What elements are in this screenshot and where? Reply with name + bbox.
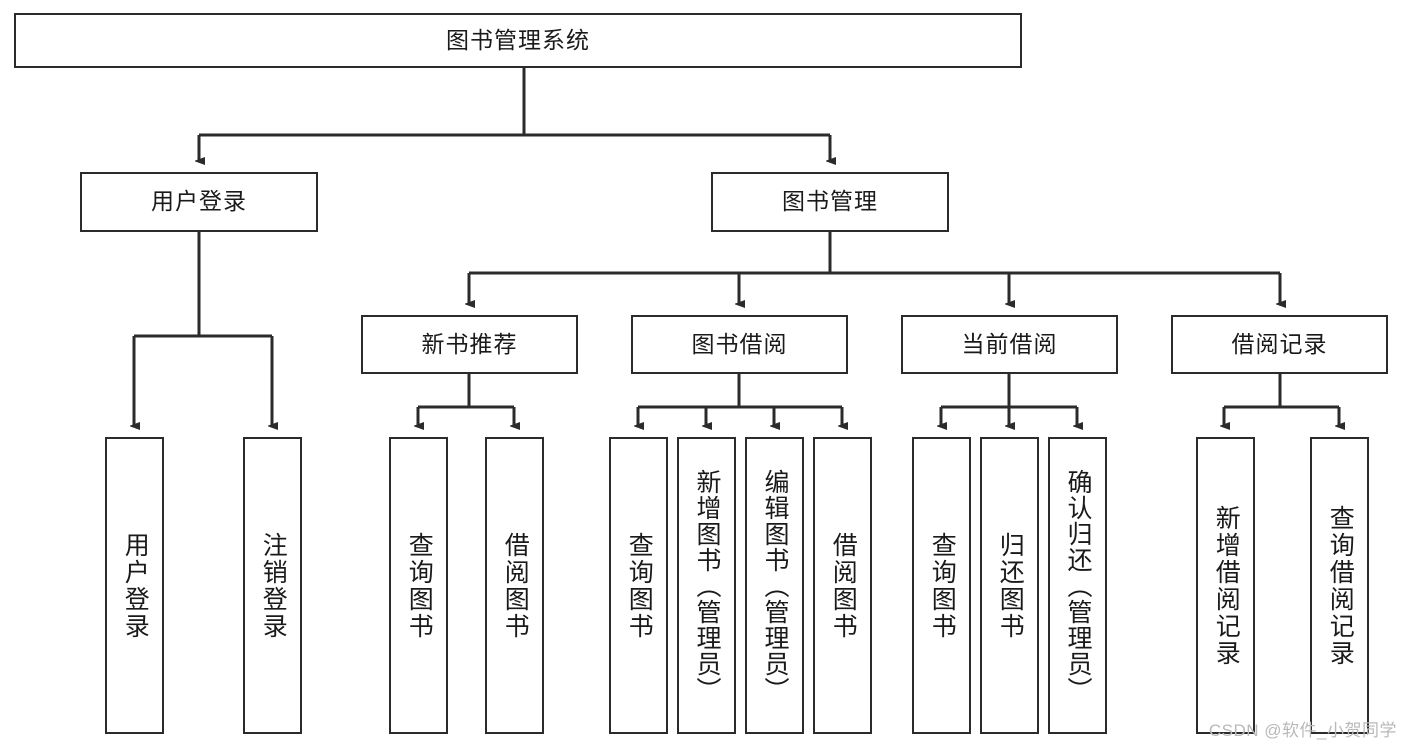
leaf-current-return-book-label: 归还图书 (996, 531, 1025, 640)
node-current-borrow-label: 当前借阅 (961, 330, 1058, 357)
leaf-borrow-borrow-book[interactable]: 借阅图书 (813, 437, 872, 734)
leaf-record-query[interactable]: 查询借阅记录 (1310, 437, 1369, 734)
node-borrow-record-label: 借阅记录 (1231, 330, 1328, 357)
leaf-record-query-label: 查询借阅记录 (1326, 504, 1355, 667)
leaf-borrow-add-book[interactable]: 新增图书（管理员） (677, 437, 736, 734)
leaf-record-add[interactable]: 新增借阅记录 (1196, 437, 1255, 734)
leaf-borrow-edit-book[interactable]: 编辑图书（管理员） (745, 437, 804, 734)
leaf-borrow-edit-book-label: 编辑图书（管理员） (761, 468, 789, 703)
leaf-current-query-book-label: 查询图书 (928, 531, 957, 640)
node-new-book-recommend[interactable]: 新书推荐 (361, 315, 578, 374)
node-root-label: 图书管理系统 (446, 26, 590, 53)
node-book-borrow[interactable]: 图书借阅 (631, 315, 848, 374)
leaf-current-confirm-return[interactable]: 确认归还（管理员） (1048, 437, 1107, 734)
node-user-login-label: 用户登录 (151, 188, 247, 215)
node-borrow-record[interactable]: 借阅记录 (1171, 315, 1388, 374)
leaf-new-book-borrow-label: 借阅图书 (501, 531, 530, 640)
leaf-current-return-book[interactable]: 归还图书 (980, 437, 1039, 734)
node-user-login[interactable]: 用户登录 (80, 172, 318, 232)
leaf-user-login-signout-label: 注销登录 (259, 531, 288, 640)
node-new-book-recommend-label: 新书推荐 (421, 330, 518, 357)
leaf-new-book-borrow[interactable]: 借阅图书 (485, 437, 544, 734)
leaf-record-add-label: 新增借阅记录 (1212, 504, 1241, 667)
leaf-borrow-borrow-book-label: 借阅图书 (829, 531, 858, 640)
node-book-management-label: 图书管理 (782, 188, 878, 215)
leaf-borrow-query-book[interactable]: 查询图书 (609, 437, 668, 734)
leaf-user-login-signin-label: 用户登录 (121, 531, 150, 640)
node-book-borrow-label: 图书借阅 (691, 330, 788, 357)
leaf-new-book-query-label: 查询图书 (405, 531, 434, 640)
leaf-user-login-signout[interactable]: 注销登录 (243, 437, 302, 734)
node-root[interactable]: 图书管理系统 (14, 13, 1022, 68)
node-book-management[interactable]: 图书管理 (711, 172, 949, 232)
node-current-borrow[interactable]: 当前借阅 (901, 315, 1118, 374)
leaf-user-login-signin[interactable]: 用户登录 (105, 437, 164, 734)
leaf-new-book-query[interactable]: 查询图书 (389, 437, 448, 734)
leaf-borrow-add-book-label: 新增图书（管理员） (693, 468, 721, 703)
watermark-text: CSDN @软件_小贺同学 (1208, 721, 1397, 740)
leaf-current-query-book[interactable]: 查询图书 (912, 437, 971, 734)
leaf-borrow-query-book-label: 查询图书 (625, 531, 654, 640)
leaf-current-confirm-return-label: 确认归还（管理员） (1064, 468, 1092, 703)
